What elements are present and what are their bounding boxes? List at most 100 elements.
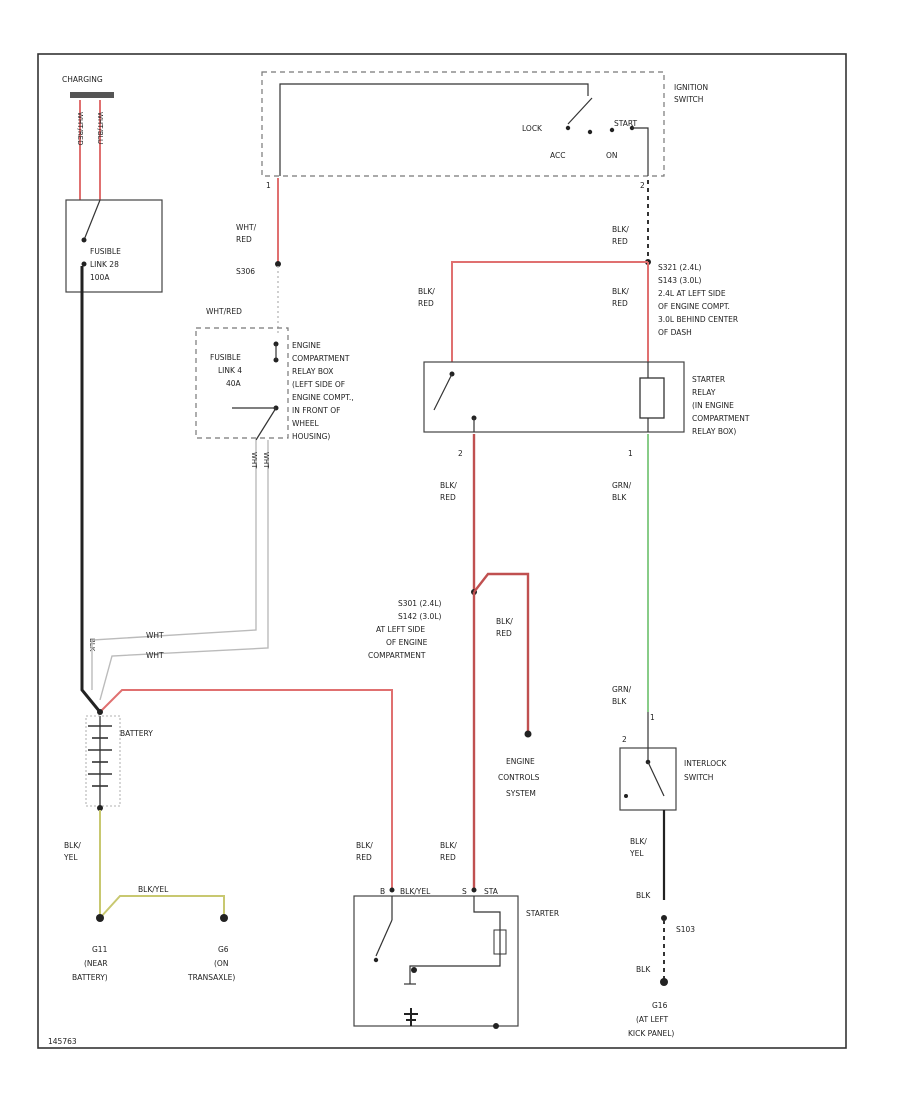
wht-red-mid-label: WHT/RED <box>206 307 242 316</box>
fl4-desc2: COMPARTMENT <box>292 354 350 363</box>
starter-relay-pin-1: 1 <box>628 449 633 458</box>
starter-motor-symbol <box>404 1008 418 1026</box>
interlock-1: INTERLOCK <box>684 759 727 768</box>
g6-2: (ON <box>214 959 228 968</box>
fl4-desc1: ENGINE <box>292 341 321 350</box>
relay-right-wire-2: RED <box>612 299 628 308</box>
blk-yel-2: YEL <box>63 853 78 862</box>
wht-red-upper-2: RED <box>236 235 252 244</box>
starter-relay-pin-2: 2 <box>458 449 463 458</box>
ignition-start-label: START <box>614 119 638 128</box>
starter-relay-3: (IN ENGINE <box>692 401 734 410</box>
blk-label-2: BLK <box>636 965 651 974</box>
s301-line4: OF ENGINE <box>386 638 428 647</box>
starter-term-1: BLK/YEL <box>400 887 431 896</box>
blk-red-ign-2: RED <box>612 237 628 246</box>
grn-blk-lower-2: BLK <box>612 697 627 706</box>
wht-label-1: WHT <box>146 631 164 640</box>
ignition-acc-label: ACC <box>550 151 565 160</box>
fusible-link-28-line3: 100A <box>90 273 110 282</box>
fl4-desc5: ENGINE COMPT., <box>292 393 354 402</box>
fl4-line1: FUSIBLE <box>210 353 241 362</box>
interlock-out-1: BLK/ <box>630 837 647 846</box>
blk-yel-h: BLK/YEL <box>138 885 169 894</box>
s321-line5: 3.0L BEHIND CENTER <box>658 315 738 324</box>
ignition-switch-title-1: IGNITION <box>674 83 708 92</box>
ecs-3: SYSTEM <box>506 789 536 798</box>
ignition-switch-dashed-box <box>261 71 665 177</box>
interlock-2: SWITCH <box>684 773 713 782</box>
battery-label: BATTERY <box>120 729 153 738</box>
g11-3: BATTERY) <box>72 973 108 982</box>
interlock-pin: 2 <box>622 735 627 744</box>
fl4-line3: 40A <box>226 379 242 388</box>
s321-line3: 2.4L AT LEFT SIDE <box>658 289 726 298</box>
starter-relay-coil <box>639 377 665 419</box>
ignition-on-label: ON <box>606 151 618 160</box>
relay-right-wire-1: BLK/ <box>612 287 629 296</box>
interlock-pin-top: 1 <box>650 713 655 722</box>
charging-wire-label-1: WHT/RED <box>76 112 84 146</box>
s321-line2: S143 (3.0L) <box>658 276 701 285</box>
wht-label-2: WHT <box>146 651 164 660</box>
starter-wire-right-1: BLK/ <box>440 841 457 850</box>
starter-relay-1: STARTER <box>692 375 725 384</box>
relay-out-wire-2: RED <box>440 493 456 502</box>
starter-wire-right-2: RED <box>440 853 456 862</box>
starter-relay-4: COMPARTMENT <box>692 414 750 423</box>
ecs-2: CONTROLS <box>498 773 540 782</box>
charging-connector <box>70 92 114 98</box>
fl4-desc6: IN FRONT OF <box>292 406 340 415</box>
s321-line4: OF ENGINE COMPT. <box>658 302 730 311</box>
ecs-wire-2: RED <box>496 629 512 638</box>
s301-line1: S301 (2.4L) <box>398 599 441 608</box>
starter-relay-box <box>423 361 685 433</box>
splice-s103: S103 <box>676 925 695 934</box>
s301-line2: S142 (3.0L) <box>398 612 441 621</box>
figure-id: 145763 <box>48 1037 77 1046</box>
main-battery-cable <box>80 266 102 713</box>
charging-wire-label-2: WHT/BLU <box>96 112 104 144</box>
fl4-desc4: (LEFT SIDE OF <box>292 380 345 389</box>
fusible-link-28-line1: FUSIBLE <box>90 247 121 256</box>
starter-label: STARTER <box>526 909 559 918</box>
g11-1: G11 <box>92 945 108 954</box>
relay-out-wire-1: BLK/ <box>440 481 457 490</box>
grn-blk-upper-1: GRN/ <box>612 481 632 490</box>
ecs-wire-1: BLK/ <box>496 617 513 626</box>
fusible-link-28-line2: LINK 28 <box>90 260 119 269</box>
ignition-pin-1: 1 <box>266 181 271 190</box>
wht-red-upper-1: WHT/ <box>236 223 257 232</box>
relay-left-wire-1: BLK/ <box>418 287 435 296</box>
s301-line5: COMPARTMENT <box>368 651 426 660</box>
ecs-1: ENGINE <box>506 757 535 766</box>
blk-label-1: BLK <box>636 891 651 900</box>
g16-1: G16 <box>652 1001 668 1010</box>
g6-1: G6 <box>218 945 229 954</box>
starter-relay-5: RELAY BOX) <box>692 427 736 436</box>
ignition-lock-label: LOCK <box>522 124 543 133</box>
ground-g16 <box>660 978 668 986</box>
starter-pin-b: B <box>380 887 385 896</box>
battery-symbol <box>85 715 121 807</box>
fl4-line2: LINK 4 <box>218 366 242 375</box>
starter-pin-s: S <box>462 887 467 896</box>
grn-blk-upper-2: BLK <box>612 493 627 502</box>
fl4-wire-2: WHT <box>262 452 270 469</box>
g6-3: TRANSAXLE) <box>187 973 235 982</box>
starter-wire-left-1: BLK/ <box>356 841 373 850</box>
g11-2: (NEAR <box>84 959 108 968</box>
starter-box <box>353 895 519 1027</box>
starter-term-2: STA <box>484 887 499 896</box>
grn-blk-lower-1: GRN/ <box>612 685 632 694</box>
ground-g6 <box>220 914 228 922</box>
starter-wire-left-2: RED <box>356 853 372 862</box>
fl4-desc7: WHEEL <box>292 419 320 428</box>
ignition-pin-2: 2 <box>640 181 645 190</box>
fl4-desc8: HOUSING) <box>292 432 330 441</box>
interlock-out-2: YEL <box>629 849 644 858</box>
s301-line3: AT LEFT SIDE <box>376 625 425 634</box>
splice-s306: S306 <box>236 267 255 276</box>
s321-line1: S321 (2.4L) <box>658 263 701 272</box>
ignition-switch-title-2: SWITCH <box>674 95 703 104</box>
